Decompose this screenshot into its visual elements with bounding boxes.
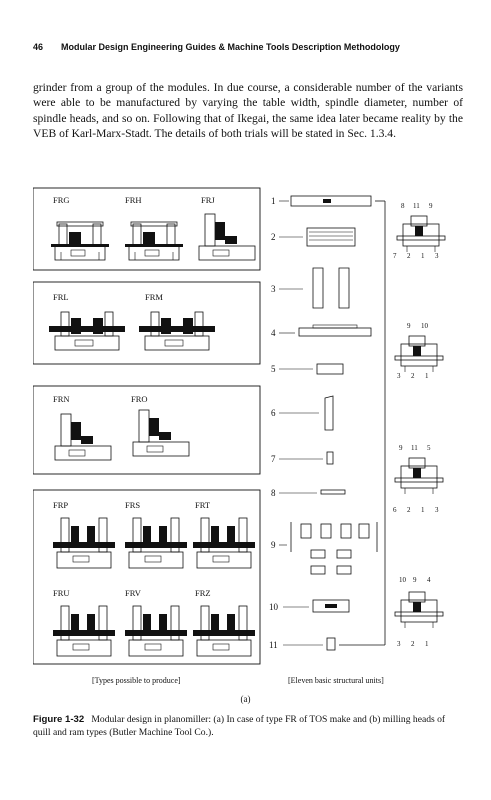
running-header: 46 Modular Design Engineering Guides & Ma… (33, 42, 463, 52)
unit-number: 9 (271, 540, 276, 550)
type-label: FRM (145, 292, 163, 302)
figure-label: Figure 1-32 (33, 714, 85, 725)
type-label: FRN (53, 394, 70, 404)
figure-1-32: FRG FRH FRJ FRL FRM FRN FRO FRP FRS FRT … (33, 178, 463, 698)
unit-number: 2 (271, 232, 276, 242)
assembly-4: 10 9 4 3 2 1 (394, 576, 444, 648)
figure-drawing: FRG FRH FRJ FRL FRM FRN FRO FRP FRS FRT … (33, 187, 446, 665)
svg-text:3: 3 (435, 252, 439, 260)
assembly-3: 9 11 5 6 2 1 3 (393, 444, 444, 514)
svg-text:2: 2 (407, 506, 411, 514)
type-label: FRO (131, 394, 148, 404)
svg-text:2: 2 (411, 372, 415, 380)
type-label: FRU (53, 588, 70, 598)
unit-number: 3 (271, 284, 276, 294)
unit-number: 11 (269, 640, 278, 650)
figure-caption-left: [Types possible to produce] (92, 676, 181, 685)
svg-text:9: 9 (413, 576, 417, 584)
svg-text:10: 10 (399, 576, 407, 584)
types-box-2 (33, 281, 261, 365)
unit-number: 4 (271, 328, 276, 338)
svg-text:5: 5 (427, 444, 431, 452)
svg-text:1: 1 (421, 506, 425, 514)
svg-text:11: 11 (411, 444, 418, 452)
page-number: 46 (33, 42, 44, 52)
svg-text:9: 9 (429, 202, 433, 210)
figure-caption-right: [Eleven basic structural units] (288, 676, 384, 685)
type-label: FRP (53, 500, 68, 510)
unit-number: 6 (271, 408, 276, 418)
svg-text:3: 3 (397, 640, 401, 648)
unit-number: 7 (271, 454, 276, 464)
type-label: FRS (125, 500, 140, 510)
body-paragraph: grinder from a group of the modules. In … (33, 81, 463, 141)
figure-caption-text: Modular design in planomiller: (a) In ca… (33, 714, 446, 738)
type-label: FRZ (195, 588, 211, 598)
figure-sub-label: (a) (240, 694, 251, 704)
svg-text:9: 9 (407, 322, 411, 330)
assembly-1: 8 11 9 7 2 1 3 (393, 202, 446, 260)
svg-text:3: 3 (435, 506, 439, 514)
svg-text:9: 9 (399, 444, 403, 452)
type-label: FRG (53, 195, 70, 205)
svg-text:1: 1 (421, 252, 425, 260)
svg-text:1: 1 (425, 640, 429, 648)
assembly-2: 9 10 3 2 1 (394, 322, 444, 380)
type-label: FRL (53, 292, 69, 302)
svg-text:6: 6 (393, 506, 397, 514)
type-label: FRT (195, 500, 211, 510)
types-box-4 (33, 489, 261, 665)
unit-number: 8 (271, 488, 276, 498)
svg-text:2: 2 (411, 640, 415, 648)
type-label: FRV (125, 588, 142, 598)
running-title: Modular Design Engineering Guides & Mach… (61, 42, 400, 52)
svg-text:7: 7 (393, 252, 397, 260)
unit-number: 1 (271, 196, 276, 206)
type-label: FRH (125, 195, 142, 205)
svg-text:8: 8 (401, 202, 405, 210)
types-box-1 (33, 187, 261, 271)
figure-caption: Figure 1-32 Modular design in planomille… (33, 713, 463, 739)
svg-text:10: 10 (421, 322, 429, 330)
svg-text:4: 4 (427, 576, 431, 584)
types-box-3 (33, 385, 261, 475)
svg-text:1: 1 (425, 372, 429, 380)
svg-text:11: 11 (413, 202, 420, 210)
unit-number: 10 (269, 602, 279, 612)
unit-number: 5 (271, 364, 276, 374)
svg-text:3: 3 (397, 372, 401, 380)
unit-number-list: 1 2 3 4 5 6 7 (269, 195, 378, 651)
svg-text:2: 2 (407, 252, 411, 260)
type-label: FRJ (201, 195, 215, 205)
